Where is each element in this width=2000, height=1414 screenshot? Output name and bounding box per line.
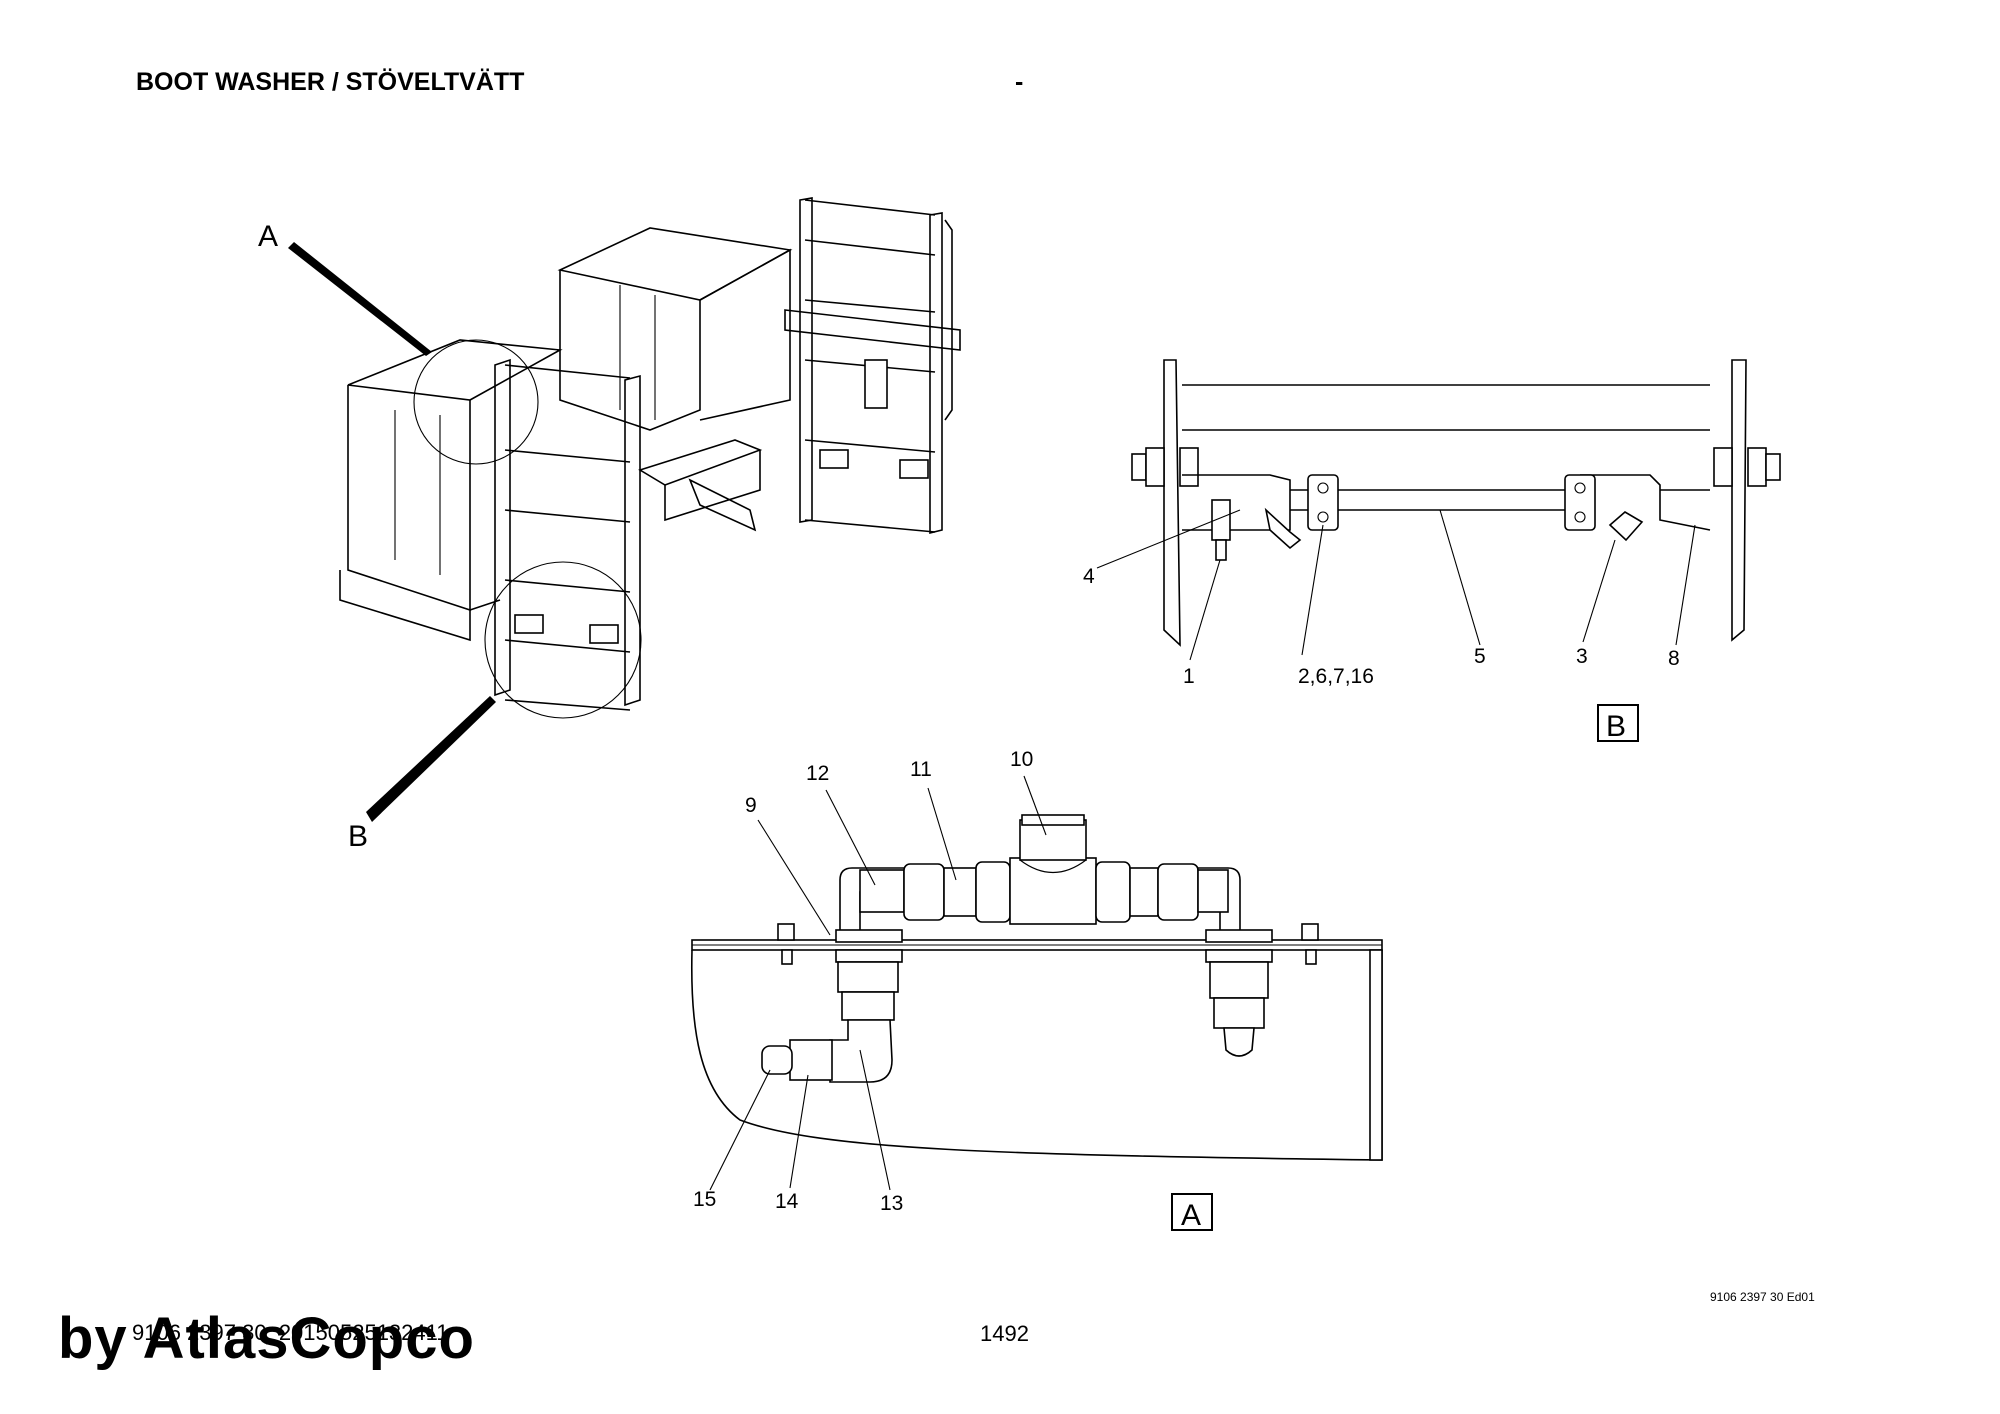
label-3: 3 xyxy=(1576,645,1588,668)
label-12: 12 xyxy=(806,762,829,785)
label-14: 14 xyxy=(775,1190,799,1213)
label-2-6-7-16: 2,6,7,16 xyxy=(1298,665,1374,688)
label-5: 5 xyxy=(1474,645,1486,668)
watermark: by AtlasCopco xyxy=(58,1306,475,1371)
header-dash: - xyxy=(1015,68,1024,96)
label-1: 1 xyxy=(1183,665,1195,688)
label-11: 11 xyxy=(910,758,932,781)
detail-a-drawing xyxy=(690,775,1383,1231)
document-id: 9106 2397 30_20150525132411 xyxy=(132,1320,449,1345)
label-4: 4 xyxy=(1083,565,1095,588)
page-title: BOOT WASHER / STÖVELTVÄTT xyxy=(136,68,525,96)
label-9: 9 xyxy=(745,794,757,817)
detail-b-drawing xyxy=(1096,359,1781,742)
page-number: 1492 xyxy=(980,1321,1029,1346)
callout-b-label: B xyxy=(348,820,368,853)
label-15: 15 xyxy=(693,1188,716,1211)
overview-drawing xyxy=(288,197,961,822)
document-code: 9106 2397 30 Ed01 xyxy=(1710,1290,1815,1304)
detail-a-frame-label: A xyxy=(1181,1199,1201,1232)
label-13: 13 xyxy=(880,1192,903,1215)
detail-b-frame-label: B xyxy=(1606,710,1626,743)
label-8: 8 xyxy=(1668,647,1680,670)
callout-a-label: A xyxy=(258,220,278,253)
label-10: 10 xyxy=(1010,748,1033,771)
